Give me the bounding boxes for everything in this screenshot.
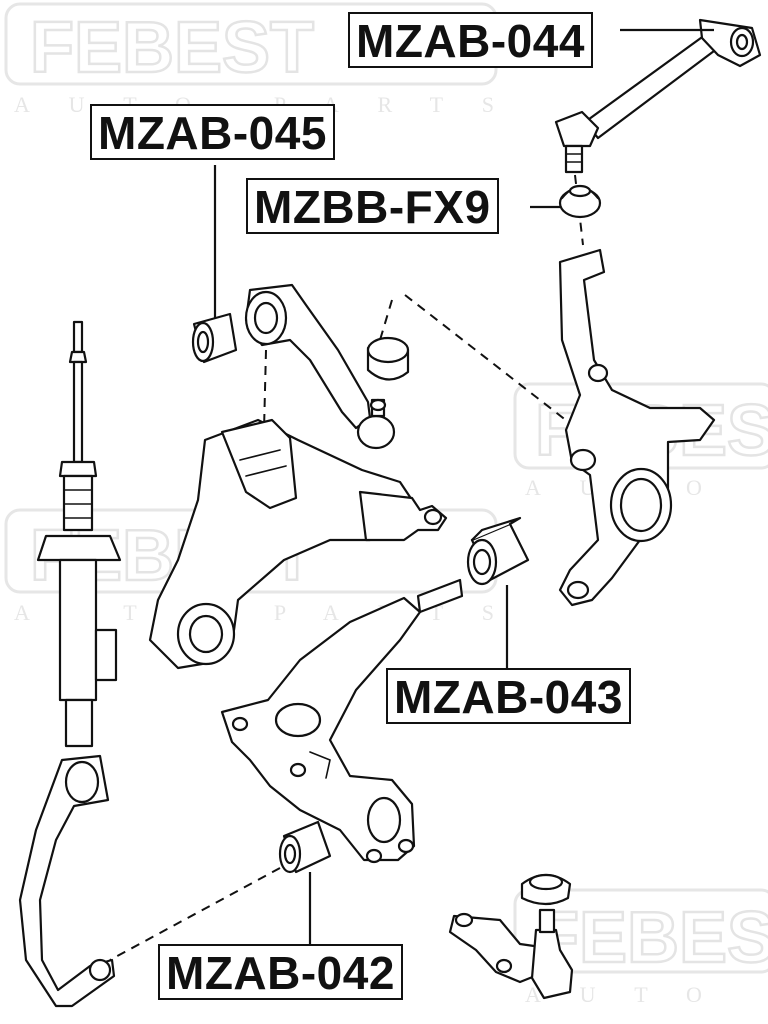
callout-mzbb-fx9: MZBB-FX9 bbox=[246, 178, 499, 234]
callout-mzab-042: MZAB-042 bbox=[158, 944, 403, 1000]
lower-link-arm bbox=[18, 754, 116, 1008]
bushing-mzab-043 bbox=[466, 516, 530, 586]
ball-joint-boot-mzbb-fx9 bbox=[558, 184, 602, 219]
upper-control-arm-front bbox=[244, 283, 396, 450]
callout-mzab-043: MZAB-043 bbox=[386, 668, 631, 724]
lower-ball-joint bbox=[448, 873, 574, 1000]
upper-control-arm-rear bbox=[554, 18, 762, 174]
lower-control-arm bbox=[220, 578, 464, 864]
callout-mzab-044: MZAB-044 bbox=[348, 12, 593, 68]
subframe-bracket bbox=[148, 418, 448, 670]
steering-knuckle bbox=[558, 248, 716, 607]
leader-lines bbox=[213, 28, 714, 944]
callout-mzab-045: MZAB-045 bbox=[90, 104, 335, 160]
bushing-mzab-045 bbox=[191, 312, 238, 364]
watermark-brand-text: FEBEST bbox=[535, 898, 768, 978]
strut-shock-absorber bbox=[36, 320, 122, 748]
bushing-mzab-042 bbox=[278, 820, 332, 874]
ball-joint-bushing bbox=[366, 336, 410, 381]
watermark-brand-text: FEBEST bbox=[30, 8, 314, 88]
